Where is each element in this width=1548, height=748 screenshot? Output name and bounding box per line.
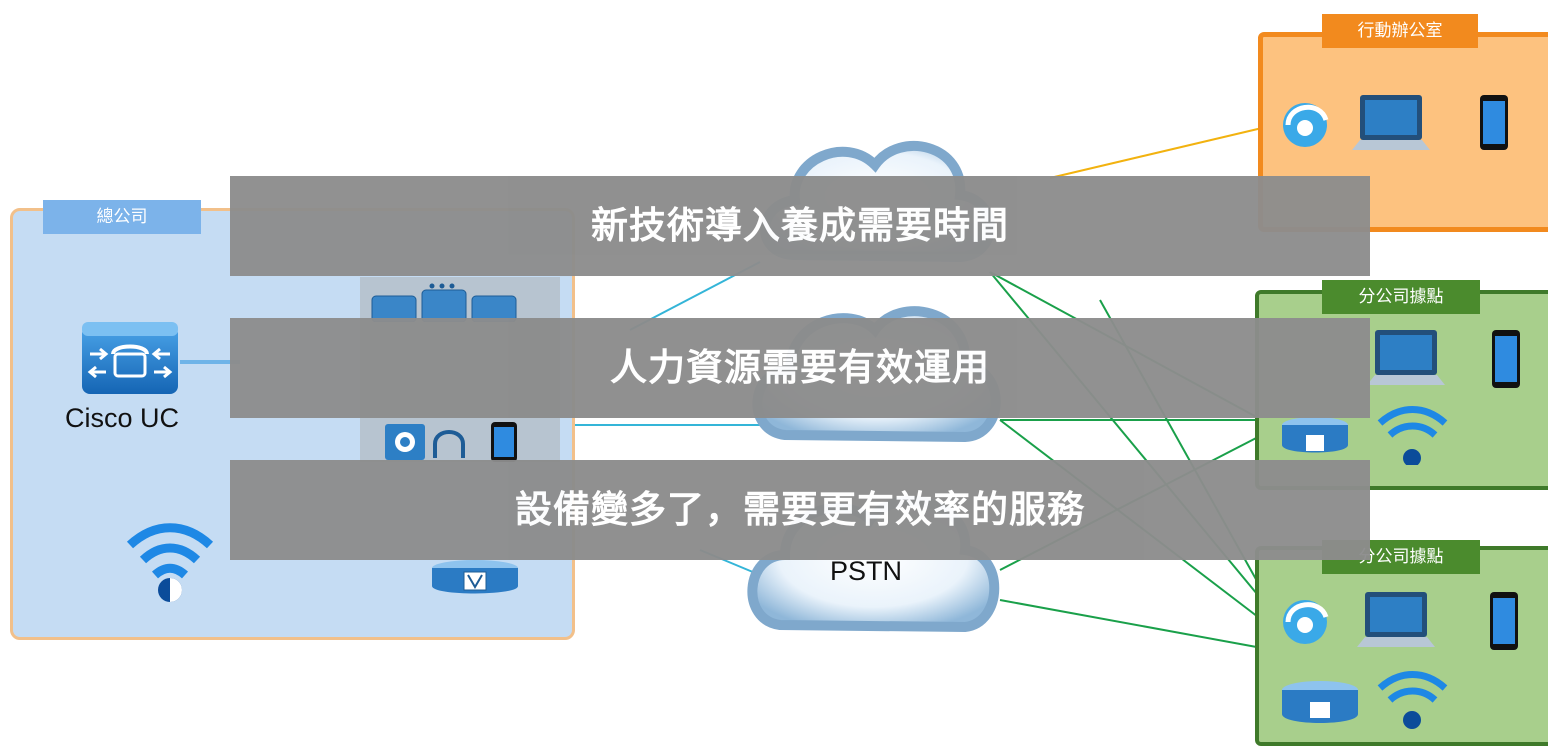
banner-human-resources: 人力資源需要有效運用 (230, 318, 1370, 418)
uc-link (180, 360, 240, 364)
laptop-icon (1357, 592, 1435, 647)
branch-1-devices (1282, 330, 1520, 465)
phone-icon (1490, 592, 1518, 650)
wifi-icon (126, 523, 214, 602)
branch-2-devices (1282, 592, 1518, 729)
banner-training-time: 新技術導入養成需要時間 (230, 176, 1370, 276)
laptop-icon (1352, 95, 1430, 150)
pstn-label: PSTN (830, 556, 903, 586)
phone-icon (1480, 95, 1508, 150)
router-icon (1282, 681, 1358, 723)
jabber-icon (1283, 103, 1329, 147)
branch-2-title: 分公司據點 (1322, 540, 1480, 574)
link-green-6 (999, 599, 1263, 649)
cisco-uc-label: Cisco UC (65, 403, 180, 433)
call-manager-icon (82, 322, 178, 394)
mobile-office-title: 行動辦公室 (1322, 14, 1478, 48)
endpoint-icons (385, 422, 517, 462)
laptop-icon (1367, 330, 1445, 385)
router-icon (432, 560, 518, 594)
phone-icon (1492, 330, 1520, 388)
link-mobile (1049, 127, 1263, 179)
banner-more-devices: 設備變多了，需要更有效率的服務 (230, 460, 1370, 560)
mobile-devices (1283, 95, 1508, 150)
router-icon (1282, 417, 1348, 453)
branch-1-title: 分公司據點 (1322, 280, 1480, 314)
server-rack-icon (371, 283, 517, 322)
wifi-icon (1377, 406, 1448, 465)
hq-title: 總公司 (43, 200, 201, 234)
wifi-icon (1377, 671, 1448, 729)
jabber-icon (1283, 600, 1329, 644)
